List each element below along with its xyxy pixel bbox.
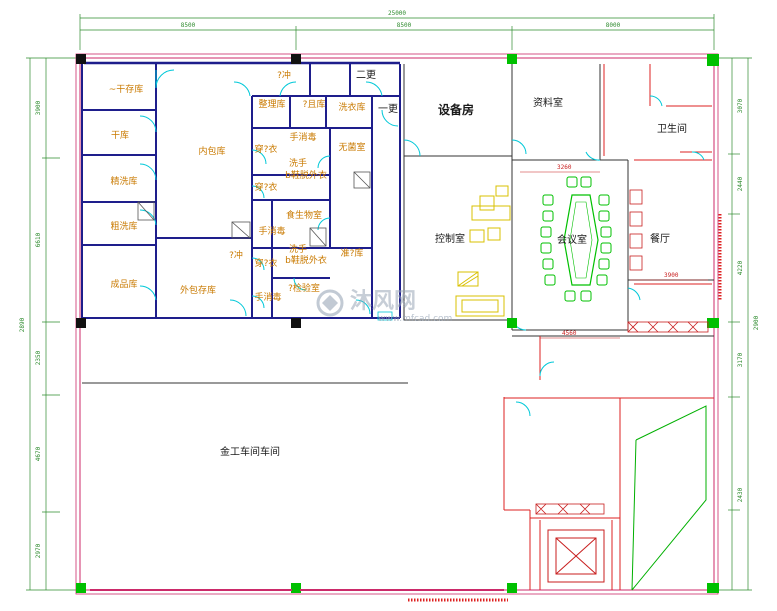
label-hand-disinfect-3: 手消毒: [254, 291, 281, 303]
label-change-2: 二更: [356, 69, 376, 81]
dimension-labels: 25000 8500 8500 8000 3900 6610 2890 2350…: [19, 10, 760, 558]
meeting-chair: [540, 242, 552, 254]
dining-cabinets: [629, 189, 643, 271]
label-outer-pack: 外包存库: [180, 284, 216, 296]
dim-inner-2: 3900: [664, 272, 679, 279]
dim-right-6: 2430: [737, 487, 744, 502]
label-test-room: ?检验室: [288, 282, 320, 294]
counters: [535, 321, 709, 515]
dim-inner-1: 3260: [557, 164, 572, 171]
label-wear-clothes-2: 穿?衣: [255, 181, 278, 193]
elevator-shaft: [547, 529, 605, 583]
meeting-chair: [544, 274, 556, 286]
label-sterile-room: 无菌室: [338, 141, 365, 153]
dim-left-6: 2970: [35, 543, 42, 558]
dim-left-4: 2350: [35, 350, 42, 365]
label-quasi-room: 准?库: [341, 247, 364, 259]
meeting-table-group: [563, 194, 599, 286]
dim-inner-3: 4560: [562, 330, 577, 337]
room-labels: 设备房 资料室 卫生间 ~干存库 干库 精洗库 粗洗库 成品库 内包库 外包存库…: [109, 69, 687, 458]
inner-dimension-lines: [520, 171, 708, 339]
meeting-chair: [598, 258, 610, 270]
label-finished-goods: 成品库: [110, 278, 137, 290]
label-equipment-room: 设备房: [438, 102, 474, 117]
meeting-chair: [564, 290, 576, 302]
control-room-furniture: [455, 185, 511, 317]
dim-right-5: 3170: [737, 352, 744, 367]
columns: [76, 54, 719, 593]
clean-zone-walls: [81, 64, 401, 319]
label-wash-hands: 洗手: [289, 157, 307, 169]
dim-right-2: 2440: [737, 176, 744, 191]
label-shoe-change-2: b鞋脱外衣: [285, 254, 327, 266]
meeting-chair: [598, 194, 610, 206]
meeting-chair: [598, 210, 610, 222]
meeting-chair: [566, 176, 578, 188]
office-walls: [82, 64, 714, 384]
door-swings: [139, 69, 705, 417]
dim-left-1: 3900: [35, 100, 42, 115]
meeting-chair: [600, 242, 612, 254]
label-sort-room: 整理库: [258, 98, 285, 110]
label-archive-room: 资料室: [533, 96, 563, 109]
label-dry-room: 干库: [111, 129, 129, 141]
red-marks: [90, 214, 722, 602]
dim-right-4: 2900: [753, 315, 760, 330]
watermark-logo-icon: [316, 289, 344, 317]
watermark: 沐风网 www.mfcad.com: [316, 289, 452, 324]
label-flush-1: ?冲: [277, 69, 291, 81]
meeting-chair: [542, 258, 554, 270]
ramp-line: [631, 405, 707, 591]
watermark-site: www.mfcad.com: [378, 314, 452, 324]
dim-left-3: 2890: [19, 317, 26, 332]
label-hand-disinfect-2: 手消毒: [258, 225, 285, 237]
label-hand-disinfect-1: 手消毒: [289, 131, 316, 143]
label-culture-room: 食生物室: [286, 209, 322, 221]
dim-right-3: 4220: [737, 260, 744, 275]
label-wash-hands-2: 洗手: [289, 243, 307, 255]
meeting-chair: [580, 176, 592, 188]
label-shoe-change-1: b鞋脱外衣: [285, 169, 327, 181]
label-laundry: 洗衣库: [338, 101, 365, 113]
dim-total: 25000: [388, 10, 406, 17]
label-rough-wash: 粗洗库: [110, 220, 137, 232]
label-control-room: 控制室: [435, 232, 465, 245]
dimension-lines: [26, 14, 752, 591]
meeting-chair: [600, 226, 612, 238]
transfer-windows: [137, 171, 393, 321]
outer-walls: [75, 53, 719, 595]
meeting-chair: [580, 290, 592, 302]
watermark-brand: 沐风网: [350, 289, 416, 314]
label-inner-pack: 内包库: [198, 145, 225, 157]
label-flush-2: ?冲: [229, 249, 243, 261]
dim-right-1: 3070: [737, 98, 744, 113]
dim-top-2: 8500: [397, 22, 412, 29]
meeting-chair: [540, 226, 552, 238]
meeting-chair: [596, 274, 608, 286]
label-change-1: 一更: [378, 103, 398, 115]
label-wear-clothes-3: 穿?衣: [255, 257, 278, 269]
label-dry-storage: ~干存库: [109, 83, 144, 95]
dim-top-1: 8500: [181, 22, 196, 29]
dim-left-5: 4670: [35, 446, 42, 461]
label-restroom: 卫生间: [657, 122, 687, 135]
dim-top-3: 8000: [606, 22, 621, 29]
label-flush-store: ?且库: [303, 98, 326, 110]
label-dining: 餐厅: [650, 232, 670, 245]
meeting-chair: [542, 210, 554, 222]
meeting-chair: [542, 194, 554, 206]
label-meeting-room: 会议室: [557, 233, 587, 246]
conference-table: [563, 194, 599, 286]
label-wear-clothes-1: 穿?衣: [255, 143, 278, 155]
red-walls: [503, 64, 714, 590]
label-workshop: 金工车间车间: [220, 445, 280, 458]
dim-left-2: 6610: [35, 232, 42, 247]
meeting-chairs: [540, 176, 612, 302]
label-fine-wash: 精洗库: [110, 175, 137, 187]
